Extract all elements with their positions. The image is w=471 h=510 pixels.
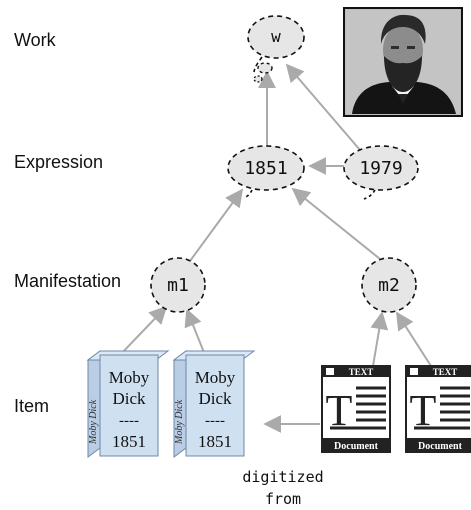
arrow-1979-to-w (285, 63, 361, 151)
book1-line2: Dick (112, 389, 146, 408)
doc2-header: TEXT (433, 367, 458, 377)
node-manifestation-m2: m2 (361, 257, 417, 313)
book-item-1: Moby Dick Moby Dick ---- 1851 (86, 350, 170, 458)
doc2-window-icon (410, 368, 418, 375)
node-m2-label: m2 (378, 275, 400, 296)
book1-spine-text: Moby Dick (88, 399, 99, 445)
arrow-m1-to-1851 (189, 188, 244, 262)
doc2-text-lines (414, 386, 470, 430)
doc1-text-lines (330, 386, 386, 430)
book2-spine-text: Moby Dick (174, 399, 185, 445)
book-item-2: Moby Dick Moby Dick ---- 1851 (172, 350, 256, 458)
document-item-2: TEXT T Document (405, 365, 471, 453)
book1-line1: Moby (109, 368, 150, 387)
digitized-from-caption: digitized from (228, 466, 338, 510)
node-expression-1979: 1979 (343, 145, 419, 200)
node-1979-label: 1979 (359, 158, 402, 179)
level-label-item: Item (14, 396, 50, 416)
level-label-manifestation: Manifestation (14, 271, 122, 291)
node-1851-label: 1851 (244, 158, 287, 179)
node-work-label: w (271, 27, 281, 46)
doc1-header: TEXT (349, 367, 374, 377)
arrow-doc1-to-m2 (370, 311, 389, 367)
doc1-footer: Document (334, 441, 379, 452)
book2-line4: 1851 (198, 432, 232, 451)
book1-line3: ---- (119, 413, 139, 429)
level-label-expression: Expression (14, 152, 104, 172)
caption-line-2: from (264, 490, 302, 508)
node-m1-label: m1 (167, 275, 189, 296)
book2-line3: ---- (205, 413, 225, 429)
caption-line-1: digitized (242, 468, 324, 486)
level-label-work: Work (14, 30, 56, 50)
author-portrait-image (343, 7, 463, 117)
doc1-window-icon (326, 368, 334, 375)
arrow-doc2-to-m2 (396, 311, 432, 367)
node-work: w (247, 15, 305, 83)
book1-line4: 1851 (112, 432, 146, 451)
arrow-book1-to-m1 (119, 305, 168, 356)
doc2-footer: Document (418, 441, 463, 452)
arrows (119, 63, 432, 433)
node-manifestation-m1: m1 (150, 257, 206, 313)
arrow-book2-to-m1 (184, 308, 206, 356)
document-item-1: TEXT T Document (321, 365, 391, 453)
book2-line1: Moby (195, 368, 236, 387)
arrow-m2-to-1851 (291, 187, 381, 260)
node-expression-1851: 1851 (227, 145, 305, 199)
book2-line2: Dick (198, 389, 232, 408)
